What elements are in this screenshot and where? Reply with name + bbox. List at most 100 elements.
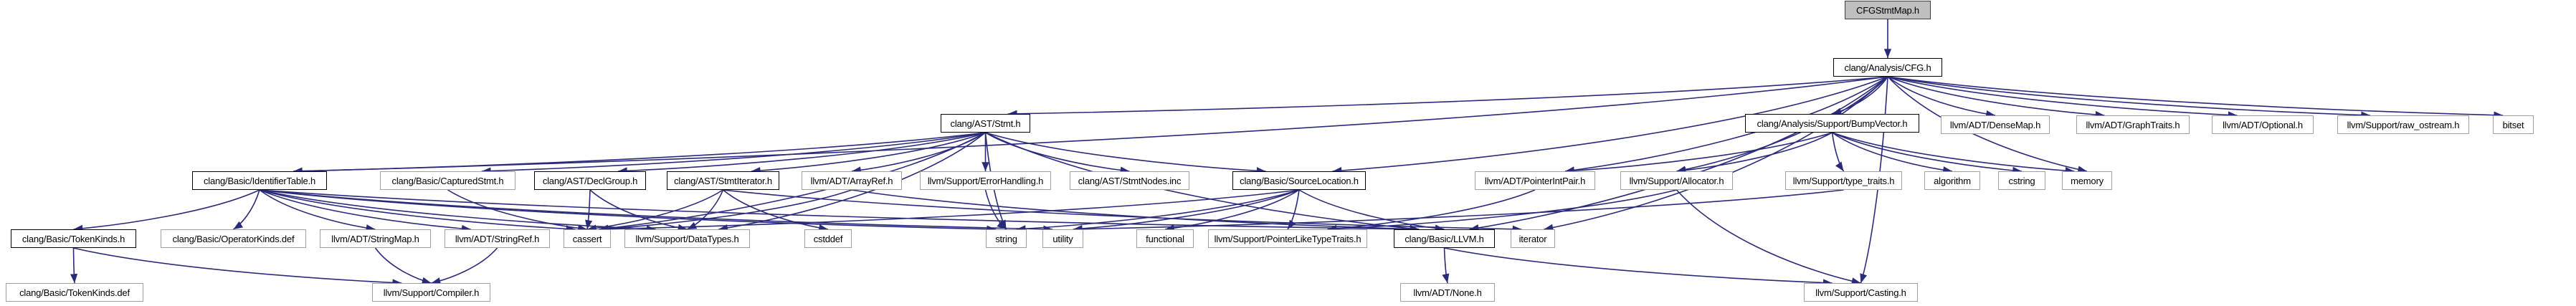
graph-node-llvmh[interactable]: clang/Basic/LLVM.h xyxy=(1394,229,1495,248)
graph-edge-errorhandling-to-string xyxy=(984,189,1007,230)
graph-edge-cfg-to-densemap xyxy=(1887,76,1996,118)
graph-node-allocator[interactable]: llvm/Support/Allocator.h xyxy=(1620,171,1733,190)
graph-node-cfg[interactable]: clang/Analysis/CFG.h xyxy=(1833,58,1942,77)
graph-edge-identifiertable-to-operatorkinds xyxy=(233,189,260,230)
graph-node-raw_ostream[interactable]: llvm/Support/raw_ostream.h xyxy=(2337,115,2469,134)
graph-edge-declgroup-to-cassert xyxy=(585,189,593,230)
graph-node-functional[interactable]: functional xyxy=(1136,229,1194,248)
graph-node-label: llvm/ADT/Optional.h xyxy=(2223,119,2303,130)
graph-node-algorithm[interactable]: algorithm xyxy=(1924,171,1980,190)
graph-node-label: memory xyxy=(2071,175,2104,186)
graph-node-label: llvm/Support/raw_ostream.h xyxy=(2347,119,2460,130)
graph-node-cstddef[interactable]: cstddef xyxy=(804,229,852,248)
graph-node-compiler[interactable]: llvm/Support/Compiler.h xyxy=(372,283,490,302)
graph-node-label: llvm/ADT/StringRef.h xyxy=(455,233,540,244)
graph-edge-stringref-to-compiler xyxy=(431,247,498,285)
graph-edge-allocator-to-castingh xyxy=(1676,189,1861,285)
graph-node-label: clang/Basic/SourceLocation.h xyxy=(1240,175,1359,186)
graph-node-label: llvm/ADT/GraphTraits.h xyxy=(2086,119,2180,130)
graph-node-operatorkinds[interactable]: clang/Basic/OperatorKinds.def xyxy=(161,229,306,248)
graph-node-string[interactable]: string xyxy=(986,229,1027,248)
graph-node-densemap[interactable]: llvm/ADT/DenseMap.h xyxy=(1941,115,2050,134)
graph-node-stmtnodes[interactable]: clang/AST/StmtNodes.inc xyxy=(1070,171,1189,190)
graph-node-bitset[interactable]: bitset xyxy=(2493,115,2534,134)
graph-node-label: clang/Basic/CapturedStmt.h xyxy=(391,175,504,186)
graph-node-datatypes[interactable]: llvm/Support/DataTypes.h xyxy=(624,229,750,248)
graph-edge-identifiertable-to-llvmh xyxy=(259,189,1420,233)
graph-edge-stmtiterator-to-cassert xyxy=(586,189,723,232)
graph-node-label: llvm/ADT/DenseMap.h xyxy=(1949,119,2041,130)
graph-node-stmtiterator[interactable]: clang/AST/StmtIterator.h xyxy=(667,171,779,190)
graph-node-stringmap[interactable]: llvm/ADT/StringMap.h xyxy=(320,229,431,248)
graph-node-cassert[interactable]: cassert xyxy=(564,229,611,248)
graph-node-memory[interactable]: memory xyxy=(2062,171,2112,190)
graph-edge-cfg-to-bitset xyxy=(1887,76,2504,119)
graph-edge-bumpvector-to-type_traits xyxy=(1831,132,1845,172)
graph-edge-sourcelocation-to-llvmh xyxy=(1298,189,1445,232)
graph-node-label: clang/AST/Stmt.h xyxy=(950,118,1021,129)
graph-node-label: llvm/Support/DataTypes.h xyxy=(635,233,739,244)
graph-node-label: functional xyxy=(1146,233,1184,244)
graph-node-cstring[interactable]: cstring xyxy=(1998,171,2045,190)
graph-node-label: clang/Basic/OperatorKinds.def xyxy=(172,233,295,244)
graph-node-label: llvm/Support/type_traits.h xyxy=(1792,175,1895,186)
graph-node-label: llvm/Support/Allocator.h xyxy=(1629,175,1724,186)
graph-node-errorhandling[interactable]: llvm/Support/ErrorHandling.h xyxy=(920,171,1051,190)
edge-group xyxy=(70,19,2504,287)
graph-node-cfgstmtmap[interactable]: CFGStmtMap.h xyxy=(1845,1,1931,19)
graph-node-type_traits[interactable]: llvm/Support/type_traits.h xyxy=(1785,171,1902,190)
graph-node-label: clang/Analysis/CFG.h xyxy=(1844,62,1931,73)
graph-node-identifiertable[interactable]: clang/Basic/IdentifierTable.h xyxy=(192,171,327,190)
graph-node-optional[interactable]: llvm/ADT/Optional.h xyxy=(2212,115,2314,134)
graph-node-tokenkindsdef[interactable]: clang/Basic/TokenKinds.def xyxy=(6,283,143,302)
graph-edge-stmt-to-sourcelocation xyxy=(985,132,1266,175)
graph-edge-sourcelocation-to-utility xyxy=(1073,189,1300,233)
graph-node-label: clang/Basic/IdentifierTable.h xyxy=(203,175,316,186)
graph-node-label: llvm/Support/PointerLikeTypeTraits.h xyxy=(1214,233,1361,244)
graph-node-arrayref[interactable]: llvm/ADT/ArrayRef.h xyxy=(802,171,902,190)
graph-edge-stmt-to-arrayref xyxy=(851,132,986,174)
graph-node-stmt[interactable]: clang/AST/Stmt.h xyxy=(941,114,1030,133)
graph-edge-bumpvector-to-memory xyxy=(1832,132,2075,175)
graph-edge-allocator-to-pointerlike xyxy=(1327,189,1677,233)
graph-node-stringref[interactable]: llvm/ADT/StringRef.h xyxy=(445,229,550,248)
graph-node-pointerlike[interactable]: llvm/Support/PointerLikeTypeTraits.h xyxy=(1208,229,1367,248)
graph-edge-stmt-to-identifiertable xyxy=(293,132,986,175)
graph-node-label: iterator xyxy=(1518,233,1547,244)
graph-node-iterator[interactable]: iterator xyxy=(1511,229,1555,248)
graph-edge-cfg-to-sourcelocation xyxy=(1332,76,1888,175)
graph-node-declgroup[interactable]: clang/AST/DeclGroup.h xyxy=(534,171,646,190)
graph-edge-identifiertable-to-utility xyxy=(259,189,1053,233)
graph-node-label: cstring xyxy=(2008,175,2035,186)
graph-node-bumpvector[interactable]: clang/Analysis/Support/BumpVector.h xyxy=(1745,114,1919,133)
graph-edge-stmtiterator-to-datatypes xyxy=(687,189,724,230)
graph-node-sourcelocation[interactable]: clang/Basic/SourceLocation.h xyxy=(1232,171,1366,190)
graph-node-utility[interactable]: utility xyxy=(1042,229,1083,248)
graph-edge-stmt-to-declgroup xyxy=(617,132,986,175)
graph-node-label: clang/Analysis/Support/BumpVector.h xyxy=(1757,118,1908,129)
graph-edge-stmt-to-stmtiterator xyxy=(751,132,986,175)
graph-edge-sourcelocation-to-cassert xyxy=(599,189,1300,233)
graph-node-noneh[interactable]: llvm/ADT/None.h xyxy=(1400,283,1495,302)
graph-edge-bumpvector-to-allocator xyxy=(1676,132,1833,174)
graph-node-label: cassert xyxy=(572,233,602,244)
graph-edge-identifiertable-to-tokenkinds xyxy=(73,189,260,232)
graph-node-label: cstddef xyxy=(813,233,843,244)
graph-node-label: llvm/ADT/None.h xyxy=(1413,287,1482,298)
graph-node-castingh[interactable]: llvm/Support/Casting.h xyxy=(1804,283,1918,302)
graph-node-capturedstmt[interactable]: clang/Basic/CapturedStmt.h xyxy=(380,171,515,190)
graph-node-graphtraits[interactable]: llvm/ADT/GraphTraits.h xyxy=(2076,115,2190,134)
graph-edge-tokenkinds-to-compiler xyxy=(73,247,402,287)
graph-node-label: llvm/ADT/PointerIntPair.h xyxy=(1484,175,1586,186)
graph-edge-llvmh-to-noneh xyxy=(1442,247,1450,284)
graph-node-label: llvm/ADT/ArrayRef.h xyxy=(810,175,893,186)
graph-edge-stringmap-to-compiler xyxy=(374,247,432,285)
graph-edge-cfg-to-memory xyxy=(1887,76,2088,173)
graph-edge-cfg-to-bumpvector xyxy=(1832,76,1888,115)
graph-node-tokenkinds[interactable]: clang/Basic/TokenKinds.h xyxy=(11,229,136,248)
graph-node-pointerintpair[interactable]: llvm/ADT/PointerIntPair.h xyxy=(1475,171,1595,190)
graph-edge-sourcelocation-to-pointerlike xyxy=(1287,189,1300,230)
graph-node-label: llvm/Support/Compiler.h xyxy=(383,287,480,298)
graph-edge-cfg-to-pointerintpair xyxy=(1564,76,1888,174)
